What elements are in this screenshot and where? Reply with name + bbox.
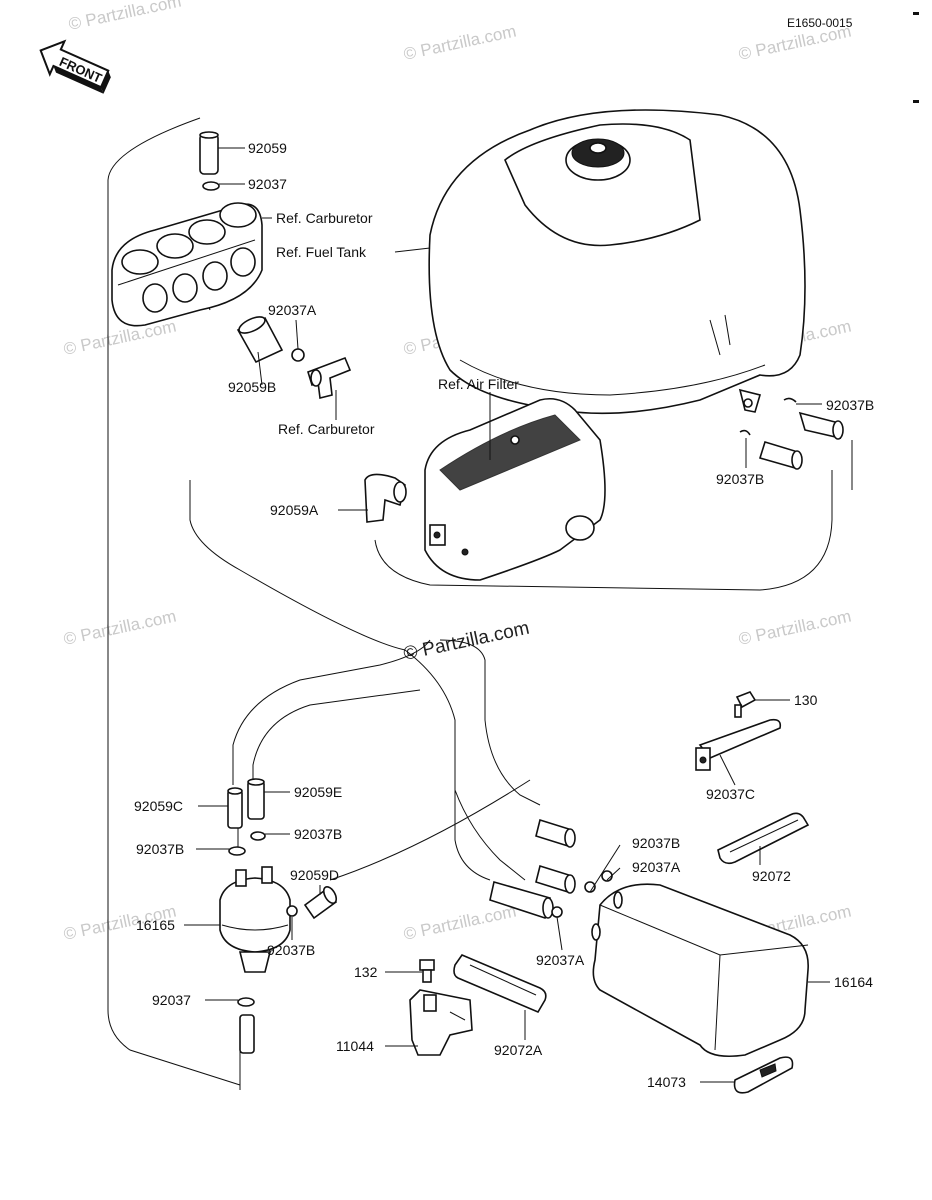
label-92059A: 92059A [270,502,319,518]
label-92059: 92059 [248,140,287,156]
label-92059C: 92059C [134,798,183,814]
label-92059E: 92059E [294,784,342,800]
label-92059B: 92059B [228,379,276,395]
label-92072: 92072 [752,868,791,884]
clamp-92037A-low [551,906,563,918]
clamp-92037B-mid-left [250,831,266,841]
label-ref-carburetor: Ref. Carburetor [276,210,373,226]
hose-92059B [236,316,284,364]
canister-16164 [591,883,809,1058]
clip-14073 [733,1056,794,1094]
label-ref-air-filter: Ref. Air Filter [438,376,519,392]
leader-lines [184,147,830,1083]
label-92037B: 92037B [716,471,764,487]
band-92072A [453,954,547,1014]
band-92072 [717,812,810,865]
bolt-132 [419,959,435,983]
clamp-92037B-top [783,397,797,403]
label-92037B: 92037B [632,835,680,851]
clamp-92037A [291,348,305,362]
clamp-92037B-left [228,846,246,856]
watermark: © Partzilla.com [737,607,853,649]
label-92037B: 92037B [294,826,342,842]
label-92037A: 92037A [268,302,317,318]
diagram-code: E1650-0015 [787,16,853,30]
watermark: © Partzilla.com [62,607,178,649]
bolt-130 [734,691,757,718]
hose-routing-lines [107,117,853,1090]
label-92037C: 92037C [706,786,755,802]
label-92072A: 92072A [494,1042,543,1058]
bracket-11044 [409,989,473,1056]
part-labels: 92059 92037 Ref. Carburetor Ref. Fuel Ta… [134,140,874,1090]
label-92037: 92037 [248,176,287,192]
hose-92059-mid [758,441,803,470]
hose-canister-3 [489,880,554,920]
watermark: © Partzilla.com [402,22,518,64]
label-92037B: 92037B [826,397,874,413]
label-130: 130 [794,692,818,708]
hose-92059E [247,778,265,820]
carburetor-assembly [111,202,263,327]
label-ref-carburetor-2: Ref. Carburetor [278,421,375,437]
label-16165: 16165 [136,917,175,933]
watermark: © Partzilla.com [62,317,178,359]
hose-92059A [364,473,407,523]
clamp-92037-low [237,997,255,1007]
corner-mark [913,100,919,103]
watermark: © Partzilla.com [402,902,518,944]
front-arrow-icon: FRONT [39,39,111,94]
label-92037: 92037 [152,992,191,1008]
hose-pump-outlet [239,1014,255,1054]
label-16164: 16164 [834,974,873,990]
label-92037A: 92037A [536,952,585,968]
watermark-main: © Partzilla.com [402,618,532,665]
air-filter [424,397,606,581]
hose-92059C [227,787,243,829]
label-92037B: 92037B [136,841,184,857]
clamp-92037B-pump [286,905,298,917]
label-92037A: 92037A [632,859,681,875]
carburetor-t-joint [307,356,352,399]
hose-92059 [199,131,219,175]
label-11044: 11044 [336,1038,374,1054]
hose-92059D [303,886,338,920]
bracket-92037C [695,718,782,771]
fuel-tank [428,109,806,415]
label-132: 132 [354,964,378,980]
hose-92059-right [798,411,844,440]
clamp-92037B-mid [739,429,751,436]
label-92037B: 92037B [267,942,315,958]
label-92059D: 92059D [290,867,339,883]
hose-canister-2 [535,864,576,894]
label-14073: 14073 [647,1074,686,1090]
hose-canister-1 [535,818,576,848]
fuel-pump-16165 [219,866,291,973]
label-ref-fuel-tank: Ref. Fuel Tank [276,244,367,260]
corner-mark [913,12,919,15]
clamp-92037 [202,181,220,191]
watermark: © Partzilla.com [67,0,183,34]
